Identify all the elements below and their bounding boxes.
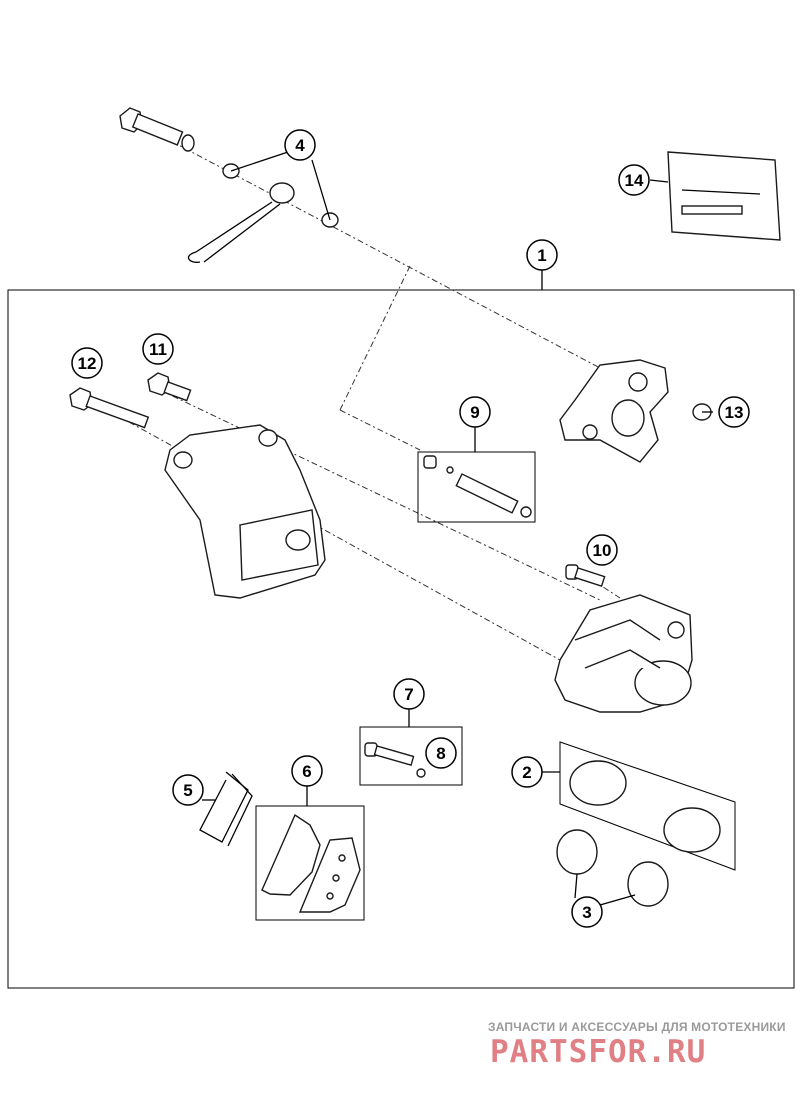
piston-seals: [556, 829, 669, 907]
watermark-tagline: ЗАПЧАСТИ И АКСЕССУАРЫ ДЛЯ МОТОТЕХНИКИ: [488, 1020, 786, 1034]
callout-8: 8: [425, 737, 457, 769]
callout-11: 11: [142, 333, 174, 365]
brake-support-bracket: [164, 424, 326, 599]
callout-14-label: 14: [625, 171, 644, 190]
bolt-11: [147, 372, 192, 402]
callout-4: 4: [284, 129, 316, 161]
brake-pads-box: [255, 805, 365, 921]
callout-11-label: 11: [149, 340, 167, 359]
pistons: [569, 760, 721, 853]
pin-kit-box: [359, 726, 463, 786]
callout-10-label: 10: [593, 541, 612, 560]
callout-6: 6: [291, 755, 323, 787]
callout-3-label: 3: [582, 903, 591, 922]
callout-7-label: 7: [404, 685, 413, 704]
callout-13: 13: [718, 396, 750, 428]
callout-2: 2: [511, 756, 543, 788]
brake-hose: [187, 182, 295, 263]
slide-pin-kit-box: [417, 451, 536, 523]
callout-5: 5: [172, 774, 204, 806]
repair-kit-card: [667, 151, 781, 241]
callout-9-label: 9: [470, 403, 479, 422]
brake-caliper: [554, 594, 693, 713]
callout-5-label: 5: [183, 781, 192, 800]
assembly-frame: [7, 289, 795, 989]
callout-2-label: 2: [522, 763, 531, 782]
pad-pin: [364, 742, 426, 778]
callout-9: 9: [459, 396, 491, 428]
callout-8-label: 8: [436, 744, 445, 763]
callout-10: 10: [586, 534, 618, 566]
callout-6-label: 6: [302, 762, 311, 781]
caliper-bracket-upper: [559, 359, 669, 463]
watermark-logo: PARTSFOR.RU: [490, 1034, 707, 1070]
callout-1-label: 1: [537, 246, 546, 265]
callout-7: 7: [393, 678, 425, 710]
slide-pin-kit: [423, 455, 532, 518]
pistons-box: [559, 741, 736, 871]
pad-spring: [199, 771, 253, 847]
banjo-bolt: [119, 107, 195, 152]
callout-12-label: 12: [78, 354, 97, 373]
callout-14: 14: [618, 164, 650, 196]
callout-3: 3: [571, 896, 603, 928]
brake-pads: [261, 813, 361, 913]
callout-12: 12: [71, 347, 103, 379]
callout-4-label: 4: [295, 136, 305, 155]
bolt-12: [69, 387, 150, 429]
callout-1: 1: [526, 239, 558, 271]
callout-13-label: 13: [725, 403, 744, 422]
bleed-screw: [565, 564, 606, 588]
